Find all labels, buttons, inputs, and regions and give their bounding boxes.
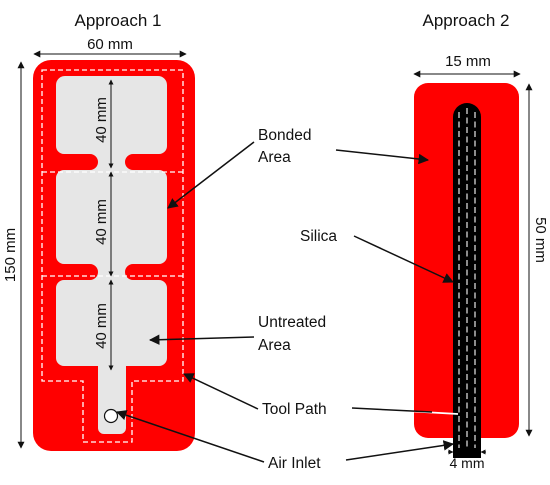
arrow-untreated	[148, 334, 255, 345]
a1-pocket-bottom-label: 40 mm	[93, 303, 110, 349]
a2-height-label: 50 mm	[532, 217, 549, 263]
label-tool-path: Tool Path	[262, 401, 327, 418]
arrow-tool-path-a1	[183, 373, 259, 410]
a1-tool-path	[41, 69, 184, 443]
approach1-title: Approach 1	[75, 11, 162, 30]
a1-height-label: 150 mm	[2, 228, 19, 282]
arrow-air-inlet-a1	[116, 410, 265, 463]
arrow-air-inlet-a2	[345, 440, 455, 461]
a1-pocket-mid-label: 40 mm	[93, 199, 110, 245]
a1-air-inlet-hole	[103, 408, 119, 424]
label-untreated-line1: Untreated	[258, 314, 326, 331]
arrow-bonded-to-a1	[167, 141, 255, 209]
a2-channel-width-label: 4 mm	[450, 455, 485, 471]
a1-pocket-top-label: 40 mm	[93, 97, 110, 143]
a2-tool-path	[458, 108, 476, 448]
arrow-silica	[353, 235, 454, 283]
arrow-tool-path-a2	[351, 407, 433, 413]
label-bonded-line2: Area	[258, 149, 291, 166]
label-silica: Silica	[300, 228, 337, 245]
arrow-bonded-to-a2	[335, 149, 430, 165]
label-bonded-line1: Bonded	[258, 127, 311, 144]
a2-width-label: 15 mm	[445, 53, 491, 70]
label-air-inlet: Air Inlet	[268, 455, 321, 472]
a1-width-label: 60 mm	[87, 36, 133, 53]
label-untreated-line2: Area	[258, 337, 291, 354]
approach2-title: Approach 2	[423, 11, 510, 30]
